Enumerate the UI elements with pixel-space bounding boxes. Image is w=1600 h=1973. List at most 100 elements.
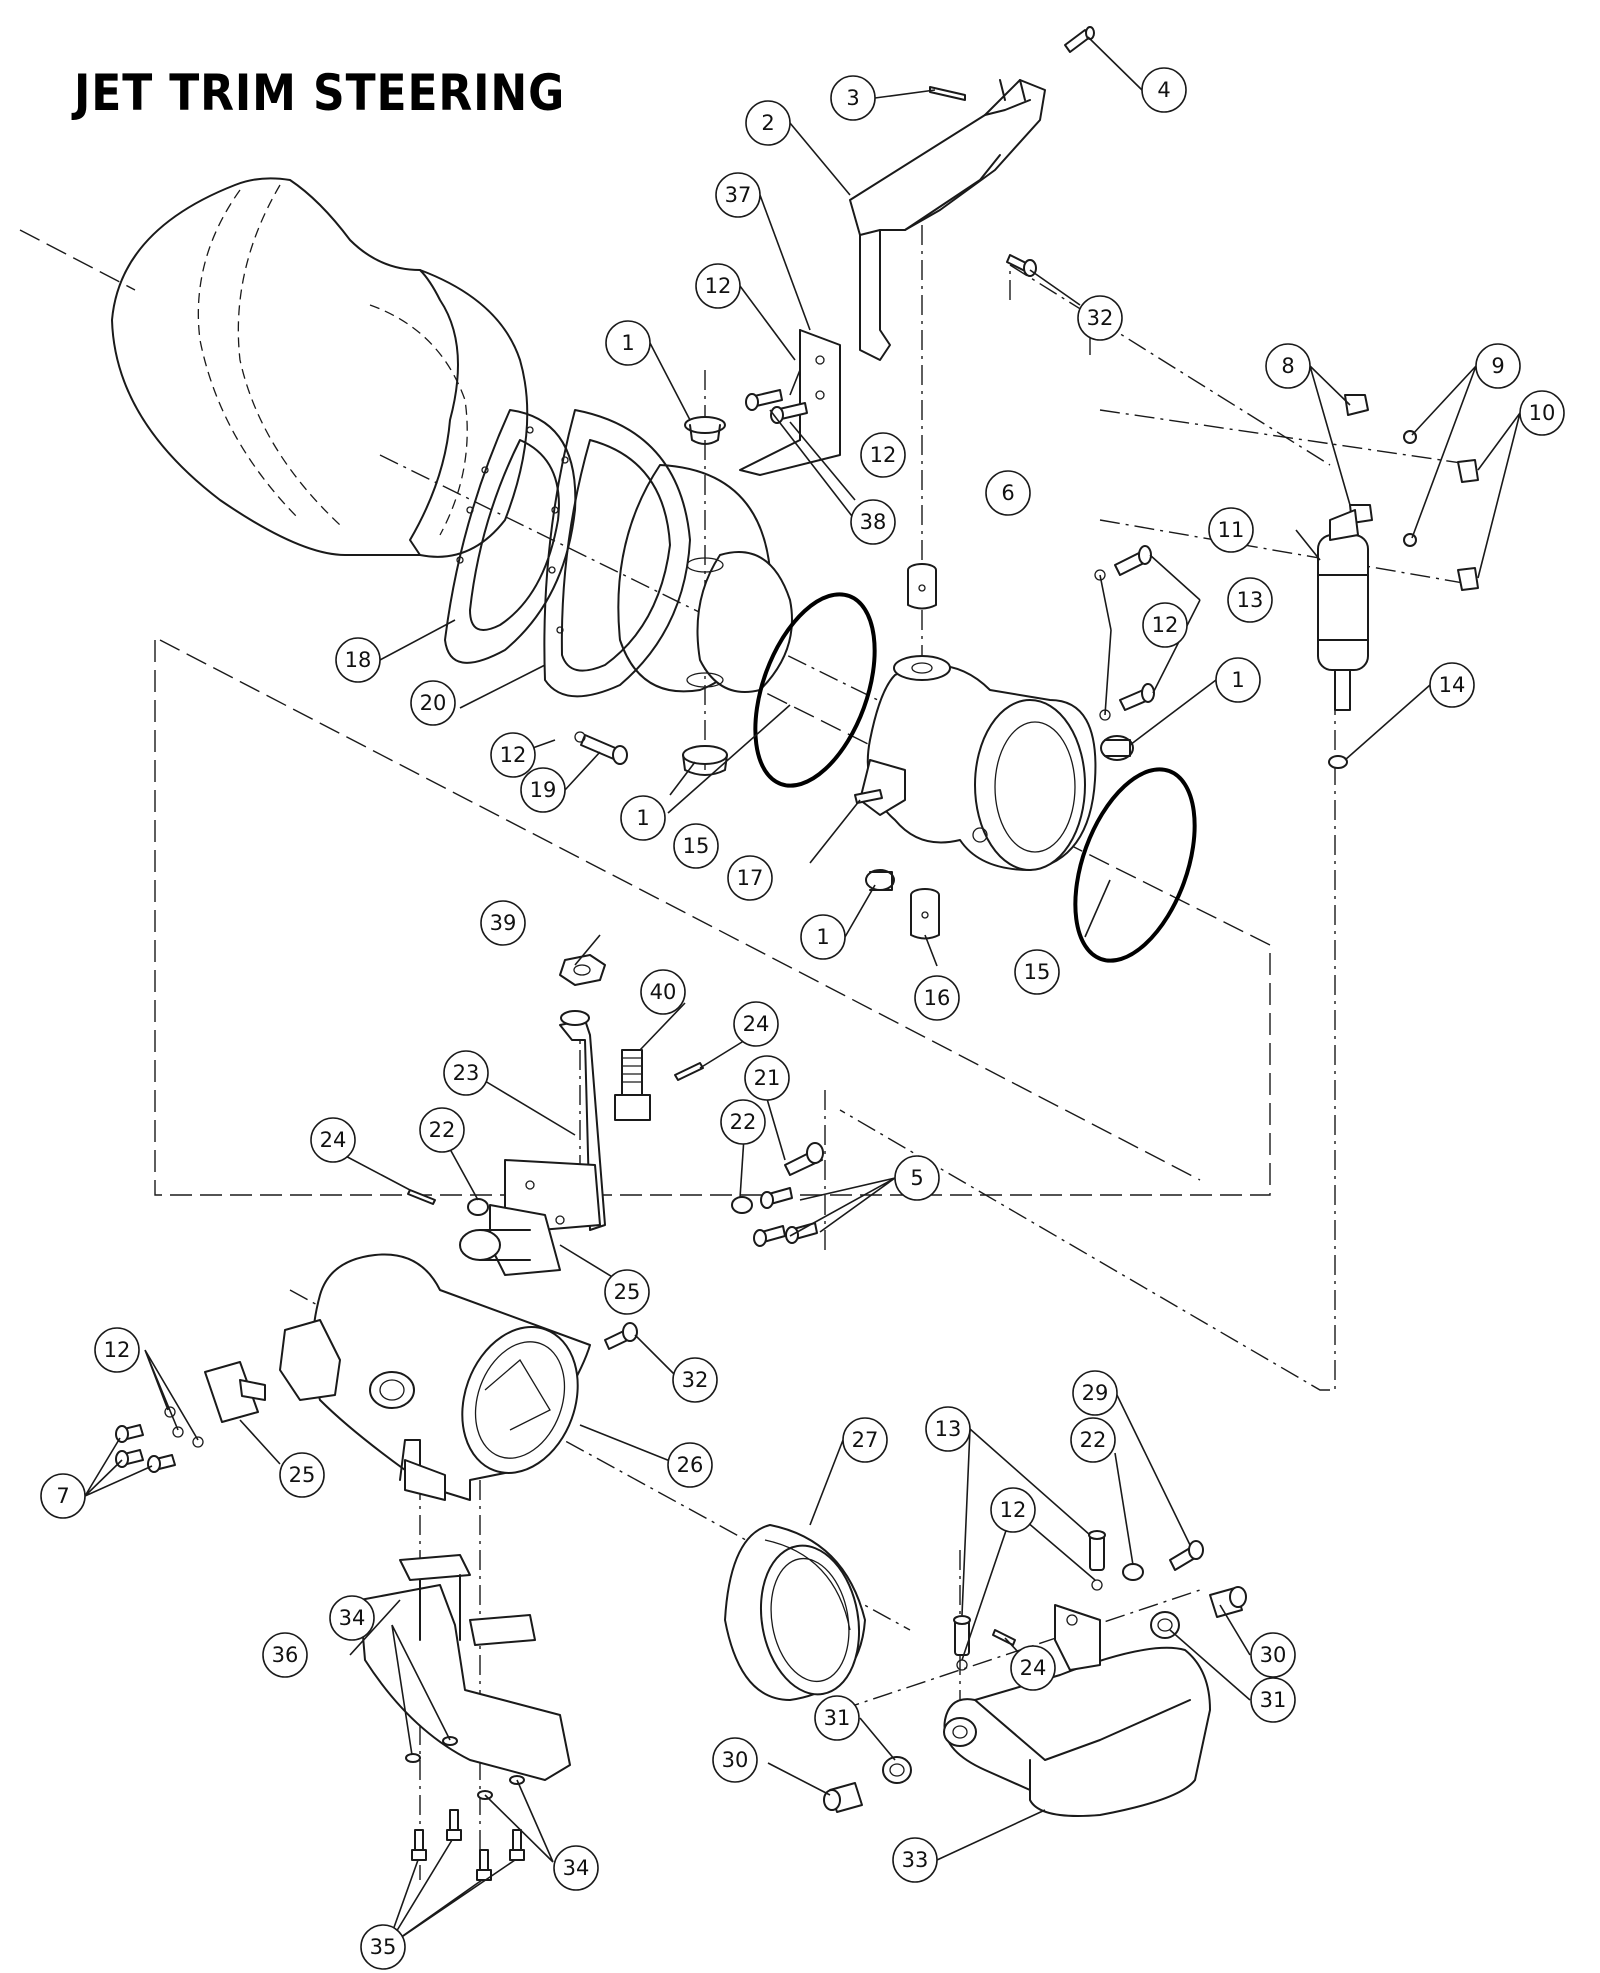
- pin-part-6: [907, 563, 937, 610]
- callout-5: 5: [894, 1155, 940, 1201]
- callout-25-b: 25: [279, 1452, 325, 1498]
- svg-text:13: 13: [1237, 588, 1264, 612]
- svg-text:31: 31: [824, 1706, 851, 1730]
- callout-6: 6: [985, 470, 1031, 516]
- svg-text:30: 30: [1260, 1643, 1287, 1667]
- o-ring-part-15-upper: [753, 592, 877, 788]
- steering-nozzle: [617, 464, 793, 693]
- reverse-bucket-part-33: [943, 1604, 1211, 1817]
- bolt-part-21: [784, 1142, 824, 1176]
- svg-text:23: 23: [453, 1061, 480, 1085]
- svg-text:1: 1: [1231, 668, 1244, 692]
- screw-part-13-bucket-a: [953, 1615, 971, 1656]
- svg-text:37: 37: [725, 183, 752, 207]
- svg-text:18: 18: [345, 648, 372, 672]
- sleeve-part-27: [724, 1524, 866, 1701]
- callout-17: 17: [727, 855, 773, 901]
- nut-part-22-a: [731, 1196, 753, 1214]
- washer-part-12-bucket-a: [956, 1659, 968, 1671]
- svg-text:30: 30: [722, 1748, 749, 1772]
- svg-text:12: 12: [705, 274, 732, 298]
- callout-25-a: 25: [604, 1269, 650, 1315]
- callout-15-a: 15: [673, 823, 719, 869]
- callout-12-b: 12: [860, 432, 906, 478]
- callout-20: 20: [410, 680, 456, 726]
- fitting-part-9: [1403, 430, 1417, 547]
- callout-35: 35: [360, 1924, 406, 1970]
- svg-text:21: 21: [754, 1066, 781, 1090]
- callout-32-a: 32: [1077, 295, 1123, 341]
- bushing-part-1-right: [1100, 735, 1134, 761]
- steering-ball-housing: [859, 655, 1097, 871]
- bracket-part-37: [739, 329, 841, 476]
- callout-22-b: 22: [419, 1107, 465, 1153]
- callout-30-b: 30: [712, 1737, 758, 1783]
- callout-23: 23: [443, 1050, 489, 1096]
- svg-text:33: 33: [902, 1848, 929, 1872]
- callout-29: 29: [1072, 1370, 1118, 1416]
- callout-7: 7: [40, 1473, 86, 1519]
- svg-text:31: 31: [1260, 1688, 1287, 1712]
- screw-part-13-bucket-b: [1088, 1530, 1106, 1571]
- bushing-part-31-left: [882, 1756, 912, 1784]
- bushing-part-30-left: [823, 1782, 863, 1813]
- svg-text:40: 40: [650, 980, 677, 1004]
- callout-11: 11: [1208, 507, 1254, 553]
- callout-26: 26: [667, 1442, 713, 1488]
- svg-text:14: 14: [1439, 673, 1466, 697]
- cotter-pin-part-24-c: [992, 1629, 1016, 1646]
- callout-13-b: 13: [925, 1406, 971, 1452]
- callout-12-f: 12: [990, 1487, 1036, 1533]
- svg-text:22: 22: [730, 1110, 757, 1134]
- svg-text:5: 5: [910, 1166, 923, 1190]
- pin-part-29: [1169, 1540, 1204, 1571]
- svg-text:9: 9: [1491, 354, 1504, 378]
- callout-27: 27: [842, 1417, 888, 1463]
- nut-part-14: [1328, 755, 1348, 769]
- svg-text:20: 20: [420, 691, 447, 715]
- callout-12-a: 12: [695, 263, 741, 309]
- jet-pump-housing: [111, 177, 529, 558]
- callout-1-d: 1: [800, 914, 846, 960]
- washer-part-12-bucket-b: [1091, 1579, 1103, 1591]
- svg-text:32: 32: [682, 1368, 709, 1392]
- svg-text:24: 24: [1020, 1656, 1047, 1680]
- callout-2: 2: [745, 100, 791, 146]
- svg-text:3: 3: [846, 86, 859, 110]
- bolts-part-35: [411, 1809, 525, 1881]
- svg-text:27: 27: [852, 1428, 879, 1452]
- screw-part-32-lower: [604, 1322, 638, 1350]
- screws-part-38: [745, 389, 808, 424]
- deflector-plate-part-36: [359, 1554, 571, 1781]
- svg-text:11: 11: [1218, 518, 1245, 542]
- callout-37: 37: [715, 172, 761, 218]
- callout-9: 9: [1475, 343, 1521, 389]
- svg-text:7: 7: [56, 1484, 69, 1508]
- svg-text:36: 36: [272, 1643, 299, 1667]
- svg-text:25: 25: [289, 1463, 316, 1487]
- svg-text:22: 22: [1080, 1428, 1107, 1452]
- svg-text:12: 12: [870, 443, 897, 467]
- washers-part-12-lower: [164, 1406, 204, 1448]
- nut-part-22-b: [467, 1198, 489, 1216]
- svg-text:29: 29: [1082, 1381, 1109, 1405]
- svg-text:12: 12: [1000, 1498, 1027, 1522]
- callout-19: 19: [520, 767, 566, 813]
- cotter-pin-part-24-a: [407, 1189, 436, 1205]
- steering-arm-bracket-part-2: [849, 79, 1046, 361]
- callout-30-a: 30: [1250, 1632, 1296, 1678]
- svg-text:1: 1: [816, 925, 829, 949]
- svg-text:15: 15: [683, 834, 710, 858]
- svg-text:13: 13: [935, 1417, 962, 1441]
- leader-lines: [84, 36, 1521, 1948]
- reverse-bucket-housing-part-26: [279, 1253, 591, 1501]
- pin-part-16: [910, 888, 940, 940]
- page-title: JET TRIM STEERING: [74, 64, 566, 122]
- callout-3: 3: [830, 75, 876, 121]
- svg-text:34: 34: [339, 1606, 366, 1630]
- callout-15-b: 15: [1014, 949, 1060, 995]
- o-ring-part-15-lower: [1073, 767, 1197, 963]
- callout-18: 18: [335, 637, 381, 683]
- fitting-part-40: [614, 1049, 651, 1121]
